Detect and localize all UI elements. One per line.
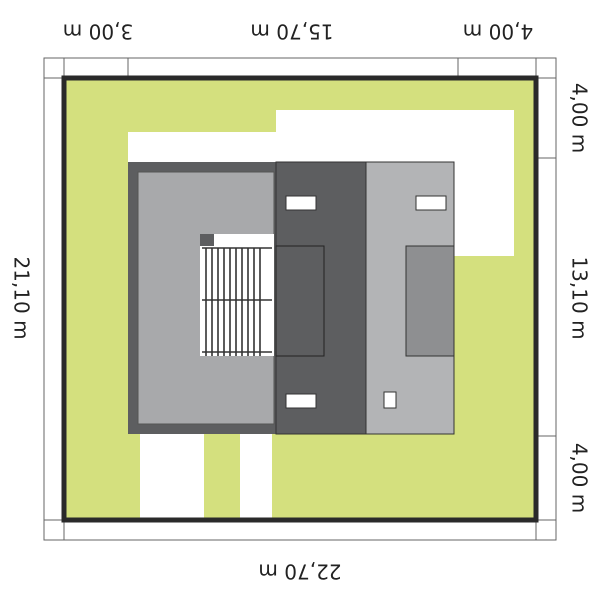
dim-right-top: 4,00 m (568, 83, 592, 153)
dim-right-middle: 13,10 m (568, 256, 592, 339)
dim-right-bottom: 4,00 m (568, 443, 592, 513)
roof-center-box (275, 245, 325, 357)
skylight-2 (285, 393, 317, 409)
dim-bottom: 22,70 m (258, 560, 341, 584)
skylight-1 (285, 195, 317, 211)
plot-boundary (61, 75, 539, 523)
path-right (240, 432, 272, 518)
roof-right-box (405, 245, 455, 357)
dim-top-right: 4,00 m (463, 20, 533, 44)
dim-left: 21,10 m (10, 256, 34, 339)
skylight-3 (415, 195, 447, 211)
dim-top-left: 3,00 m (63, 20, 133, 44)
terrace-post (200, 234, 214, 246)
path-left (140, 432, 204, 518)
skylight-4 (383, 391, 397, 409)
terrace (200, 234, 274, 356)
pergola-slats (202, 247, 272, 356)
dim-top-middle: 15,70 m (250, 20, 333, 44)
